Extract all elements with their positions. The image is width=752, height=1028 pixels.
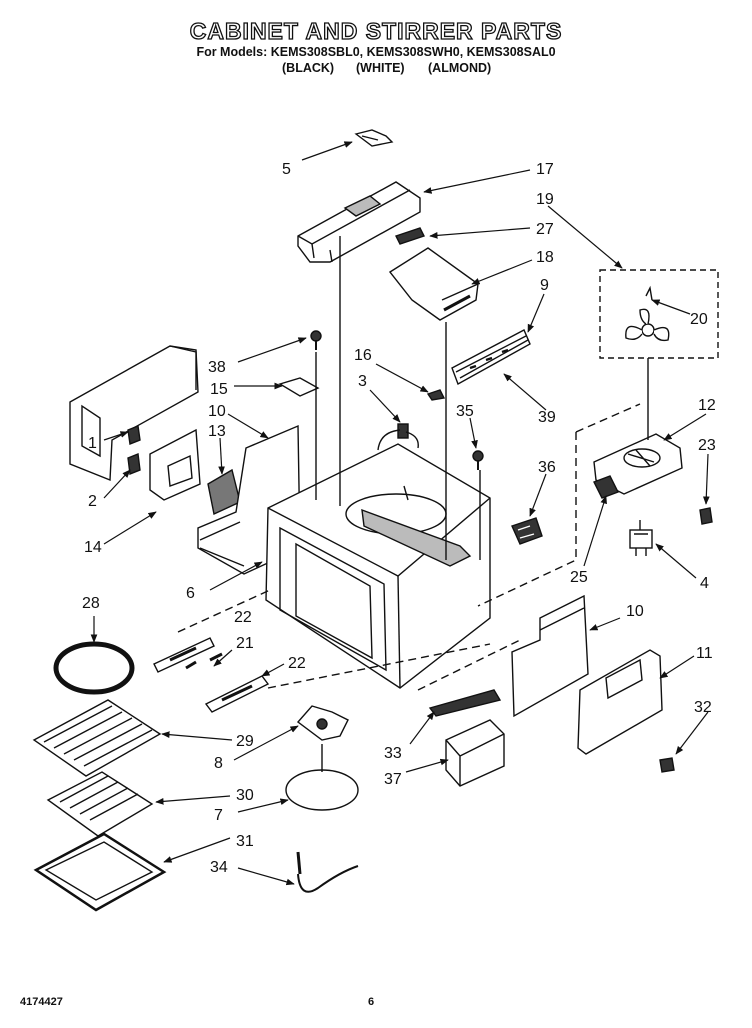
callout-38: 38 bbox=[208, 359, 226, 376]
part-12-motor-mount bbox=[593, 433, 683, 495]
page-title: CABINET AND STIRRER PARTS bbox=[189, 17, 563, 44]
callout-25: 25 bbox=[570, 569, 588, 586]
part-22-hinge-lower bbox=[204, 675, 270, 713]
part-31-pan bbox=[33, 832, 167, 912]
part-23-nut bbox=[699, 507, 713, 525]
callout-7: 7 bbox=[214, 807, 223, 824]
callout-15: 15 bbox=[210, 381, 228, 398]
part-38-screw bbox=[310, 330, 322, 350]
part-8-coupler bbox=[296, 705, 349, 741]
part-5-clip bbox=[354, 129, 394, 147]
guide-line bbox=[267, 643, 491, 689]
color-black: (BLACK) bbox=[282, 61, 335, 75]
part-34-cord bbox=[296, 851, 359, 893]
part-17-top-bracket bbox=[297, 181, 421, 263]
callout-12: 12 bbox=[698, 397, 716, 414]
callout-22-lower: 22 bbox=[288, 655, 306, 672]
callout-17: 17 bbox=[536, 161, 554, 178]
part-2-fastener bbox=[127, 453, 141, 475]
part-11-side-panel bbox=[577, 649, 663, 755]
callout-34: 34 bbox=[210, 859, 228, 876]
callout-20: 20 bbox=[690, 311, 708, 328]
part-1-fastener bbox=[127, 425, 141, 445]
part-29-wire-rack bbox=[32, 699, 162, 777]
part-20-fan-blade bbox=[625, 285, 670, 342]
callout-33: 33 bbox=[384, 745, 402, 762]
callout-4: 4 bbox=[700, 575, 709, 592]
callout-3: 3 bbox=[358, 373, 367, 390]
part-30-grill-rack bbox=[46, 771, 154, 837]
callout-14: 14 bbox=[84, 539, 102, 556]
callout-23: 23 bbox=[698, 437, 716, 454]
color-white: (WHITE) bbox=[356, 61, 405, 75]
part-21-pins bbox=[185, 652, 223, 670]
part-7-plate bbox=[285, 769, 359, 811]
callout-31: 31 bbox=[236, 833, 254, 850]
callout-13: 13 bbox=[208, 423, 226, 440]
part-3-switch bbox=[377, 423, 419, 451]
callout-39: 39 bbox=[538, 409, 556, 426]
callout-10-lower: 10 bbox=[626, 603, 644, 620]
part-10-insulation-right bbox=[511, 594, 589, 718]
callout-8: 8 bbox=[214, 755, 223, 772]
part-22-hinge-upper bbox=[153, 637, 215, 673]
guide-line bbox=[575, 403, 641, 433]
callout-6: 6 bbox=[186, 585, 195, 602]
color-almond: (ALMOND) bbox=[428, 61, 492, 75]
callout-1: 1 bbox=[88, 435, 97, 452]
callout-10-upper: 10 bbox=[208, 403, 226, 420]
part-36-grommet bbox=[511, 517, 543, 545]
leader-arrows bbox=[90, 141, 710, 886]
callout-36: 36 bbox=[538, 459, 556, 476]
guide-line bbox=[477, 432, 577, 607]
model-list: For Models: KEMS308SBL0, KEMS308SWH0, KE… bbox=[196, 45, 556, 59]
part-15-bracket bbox=[278, 377, 320, 397]
part-28-ring bbox=[53, 641, 135, 695]
document-number: 4174427 bbox=[20, 996, 63, 1008]
part-33-strip bbox=[428, 689, 502, 717]
callout-35: 35 bbox=[456, 403, 474, 420]
callout-37: 37 bbox=[384, 771, 402, 788]
part-6-oven-cavity bbox=[265, 443, 491, 689]
callout-19: 19 bbox=[536, 191, 554, 208]
callout-16: 16 bbox=[354, 347, 372, 364]
part-25-terminal-block bbox=[593, 475, 619, 499]
callout-27: 27 bbox=[536, 221, 554, 238]
part-9-vent-rail bbox=[451, 329, 531, 386]
page-number: 6 bbox=[368, 996, 375, 1008]
callout-29: 29 bbox=[236, 733, 254, 750]
callout-22-upper: 22 bbox=[234, 609, 252, 626]
part-18-stirrer-cover bbox=[388, 247, 479, 321]
guide-line bbox=[417, 639, 521, 691]
part-16-clip bbox=[426, 389, 446, 401]
callout-30: 30 bbox=[236, 787, 254, 804]
part-35-screw bbox=[472, 450, 484, 470]
callout-11: 11 bbox=[696, 645, 713, 662]
callout-2: 2 bbox=[88, 493, 97, 510]
part-32-nut bbox=[659, 757, 675, 773]
callout-5: 5 bbox=[282, 161, 291, 178]
part-19-fan-kit-box bbox=[599, 269, 719, 359]
callout-labels: 5 17 19 27 18 9 20 38 16 3 15 10 35 13 1… bbox=[82, 161, 716, 876]
guide-line bbox=[177, 589, 271, 633]
callout-9: 9 bbox=[540, 277, 549, 294]
callout-18: 18 bbox=[536, 249, 554, 266]
part-left-side-panel bbox=[69, 345, 201, 501]
part-13-label bbox=[207, 468, 241, 516]
callout-21: 21 bbox=[236, 635, 254, 652]
callout-28: 28 bbox=[82, 595, 100, 612]
part-4-stirrer-motor bbox=[629, 520, 653, 556]
callout-32: 32 bbox=[694, 699, 712, 716]
part-37-bracket bbox=[445, 719, 505, 787]
part-27-strip bbox=[395, 227, 425, 245]
